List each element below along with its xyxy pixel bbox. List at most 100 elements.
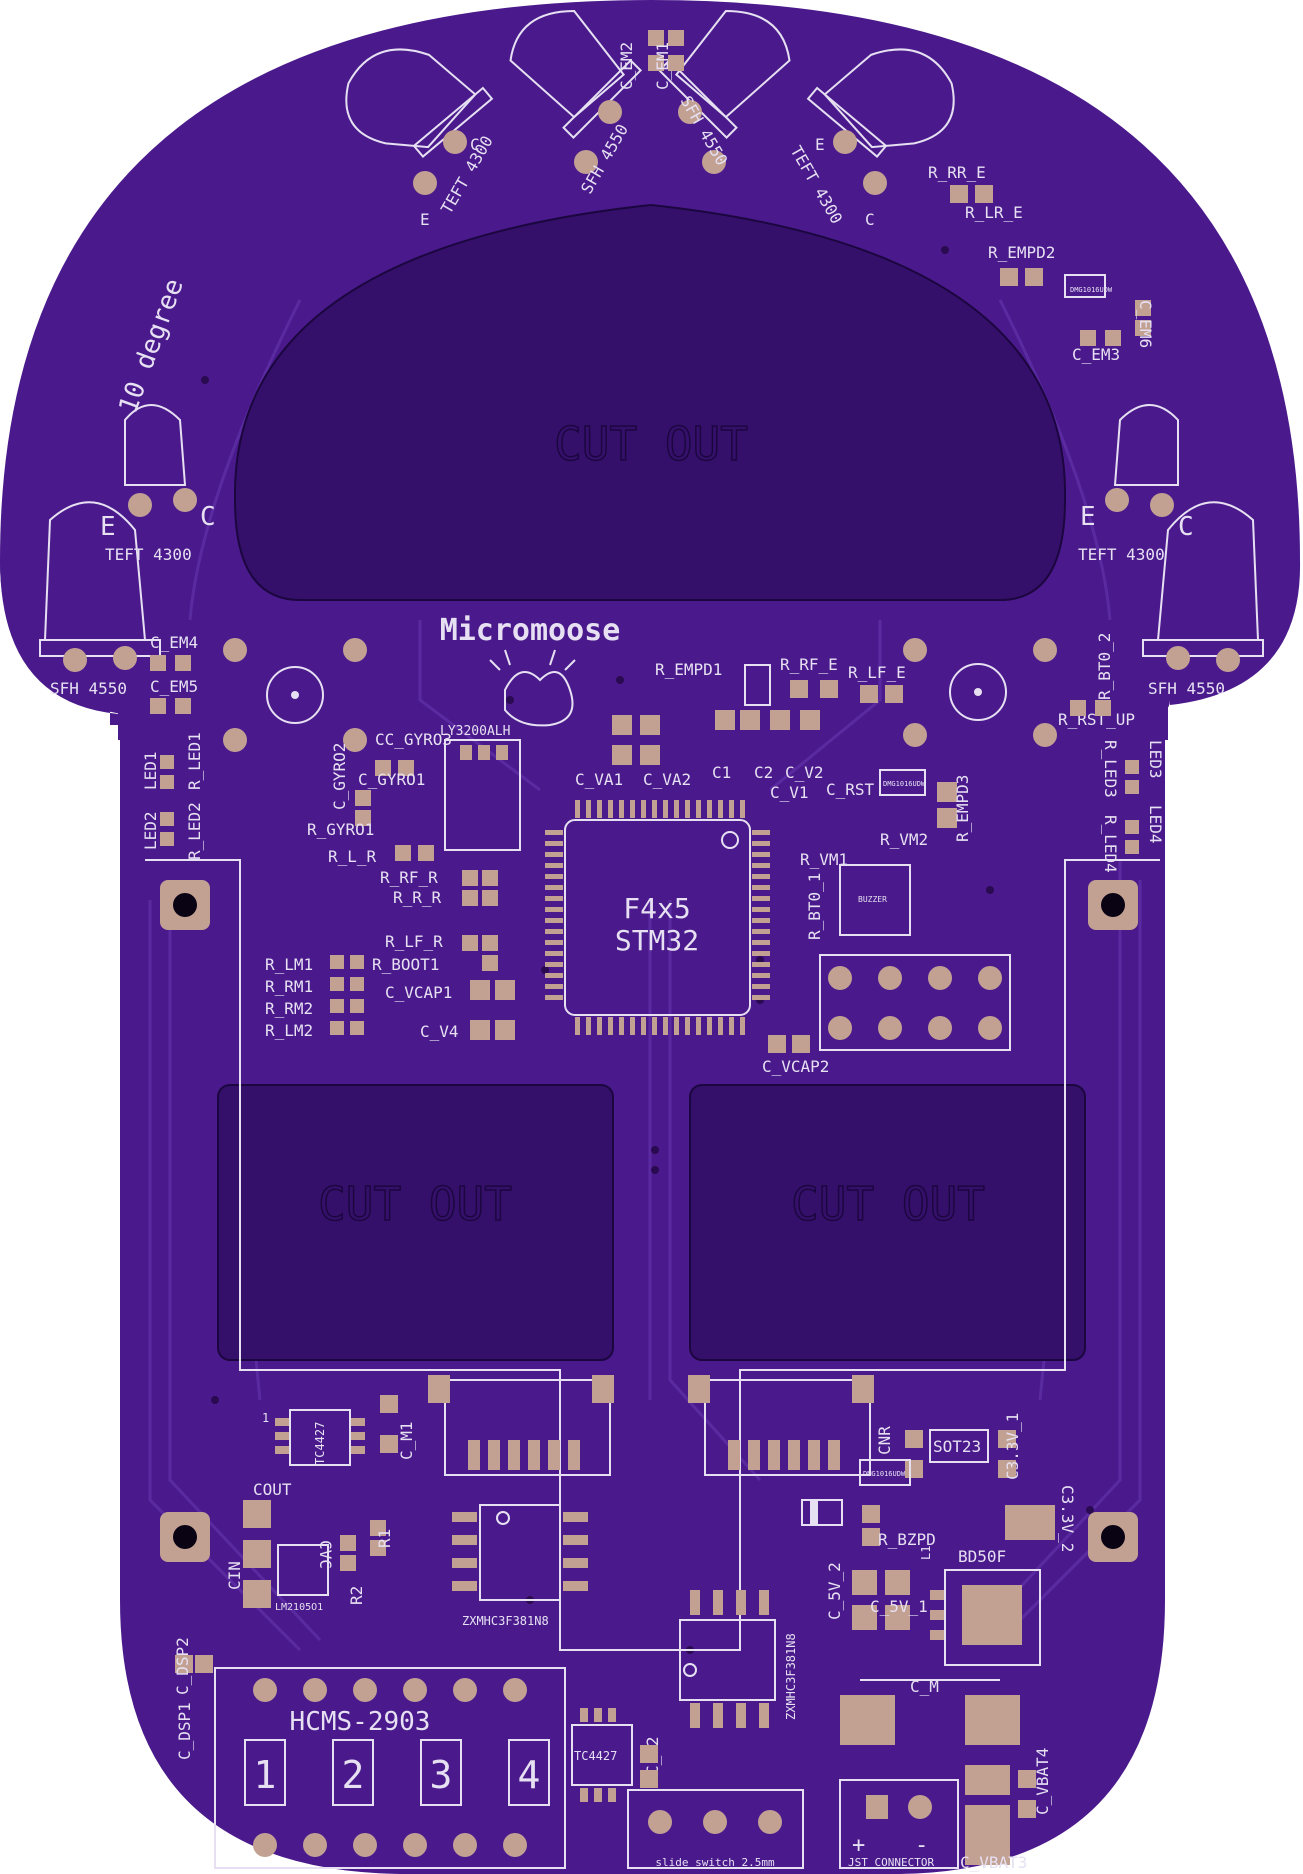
- mcu-pin: [752, 973, 770, 978]
- display-name: HCMS-2903: [290, 1707, 431, 1737]
- label-c-m1: C_M1: [397, 1421, 416, 1460]
- label-cc-gyro3: CC_GYRO3: [375, 730, 452, 749]
- label-c-dsp1: C_DSP1: [175, 1702, 194, 1760]
- left-emitter-caps: C_EM4 C_EM5: [150, 633, 198, 714]
- label-tc4427-1: TC4427: [313, 1422, 327, 1465]
- label-c-em2: C_EM2: [617, 42, 636, 90]
- mcu-pin: [545, 841, 563, 846]
- mosfet-zxm-1: ZXMHC3F381N8: [452, 1504, 588, 1628]
- label-c3v3-1: C3.3V_1: [1003, 1413, 1022, 1480]
- label-led1: LED1: [141, 751, 160, 790]
- jst-label: JST_CONNECTOR: [848, 1856, 934, 1869]
- label-r-l-r: R_L_R: [328, 847, 377, 866]
- display-digit: 3: [430, 1753, 453, 1797]
- label-r-bt0-1: R_BT0_1: [805, 873, 824, 940]
- label-r-lm1: R_LM1: [265, 955, 313, 974]
- mcu-pin: [608, 1017, 613, 1035]
- motor-cap-cm: C_M: [840, 1677, 1020, 1745]
- moose-logo: [489, 649, 576, 727]
- mcu-pin: [707, 1017, 712, 1035]
- mcu-pin: [630, 1017, 635, 1035]
- label-c-vcap2: C_VCAP2: [762, 1057, 829, 1076]
- sensor-l-c: C: [200, 502, 216, 532]
- label-c-m: C_M: [910, 1677, 939, 1696]
- display-digit: 2: [342, 1753, 365, 1797]
- label-cin: CIN: [225, 1561, 244, 1590]
- label-c-em4: C_EM4: [150, 633, 198, 652]
- button-right[interactable]: [903, 638, 1057, 747]
- label-c-gyro1: C_GYRO1: [358, 770, 425, 789]
- pin-header[interactable]: C_VCAP2: [762, 954, 1011, 1076]
- mcu-pin: [740, 1017, 745, 1035]
- label-dmg-1: DMG1016UDW: [1070, 286, 1113, 294]
- sensor-l-name: TEFT 4300: [105, 545, 192, 564]
- mcu-pin: [545, 973, 563, 978]
- button-left[interactable]: [223, 638, 367, 752]
- mcu-pin: [729, 1017, 734, 1035]
- cutout-top-label: CUT OUT: [554, 417, 748, 471]
- label-c1: C1: [712, 763, 731, 782]
- mount-hole-icon: [1088, 1512, 1138, 1562]
- motor-driver-tc4427-1: TC4427 1 C_M1: [262, 1395, 416, 1466]
- mcu-pin: [752, 951, 770, 956]
- label-r-empd2: R_EMPD2: [988, 243, 1055, 262]
- mcu-pin: [641, 1017, 646, 1035]
- board-title: Micromoose: [440, 613, 621, 648]
- mcu-pin: [545, 852, 563, 857]
- sensor-r-name: TEFT 4300: [1078, 545, 1165, 564]
- mcu-pin: [545, 885, 563, 890]
- label-dmg-2: DMG1016UDW: [883, 780, 926, 788]
- label-c-vcap1: C_VCAP1: [385, 983, 452, 1002]
- display-digit-frame: [244, 1739, 286, 1806]
- switch-label: slide switch 2.5mm: [655, 1856, 775, 1869]
- label-r-led4: R_LED4: [1101, 815, 1120, 873]
- mcu-pin: [545, 874, 563, 879]
- sensor-lf-e: E: [420, 210, 430, 229]
- label-c-dsp2: C_DSP2: [173, 1637, 192, 1695]
- right-mid-labels: R_EMPD1 R_RF_E R_LF_E C1 C2 C_V2 C_V1 C_…: [612, 633, 1135, 940]
- label-buzzer: BUZZER: [858, 895, 887, 904]
- label-r-rf-e: R_RF_E: [780, 655, 838, 674]
- label-r-led2: R_LED2: [185, 802, 204, 860]
- label-r-lf-e: R_LF_E: [848, 663, 906, 682]
- label-c-5v-2: C_5V_2: [825, 1562, 844, 1620]
- label-c-em3: C_EM3: [1072, 345, 1120, 364]
- mcu-pin: [619, 800, 624, 818]
- label-r-empd1: R_EMPD1: [655, 660, 722, 679]
- label-c-em6: C_EM6: [1136, 300, 1155, 348]
- label-c-v2: C_V2: [785, 763, 824, 782]
- label-c-em1: C_EM1: [653, 42, 672, 90]
- display-digit: 4: [518, 1753, 541, 1797]
- mosfet-zxm-2: ZXMHC3F381N8: [679, 1590, 798, 1728]
- label-ly3200: LY3200ALH: [440, 724, 510, 739]
- mcu-pin: [545, 918, 563, 923]
- jst-connector[interactable]: + - JST_CONNECTOR: [839, 1779, 959, 1869]
- label-r-boot1: R_BOOT1: [372, 955, 439, 974]
- label-r1: R1: [375, 1529, 394, 1548]
- mcu-pin: [545, 962, 563, 967]
- label-r-vm2: R_VM2: [880, 830, 928, 849]
- mcu-pin: [752, 885, 770, 890]
- mcu-pin: [575, 1017, 580, 1035]
- label-r-bzpd: R_BZPD: [878, 1530, 936, 1549]
- display-digit-frame: [420, 1739, 462, 1806]
- slide-switch[interactable]: slide switch 2.5mm: [627, 1789, 804, 1869]
- label-r-r-r: R_R_R: [393, 888, 442, 907]
- label-r-led1: R_LED1: [185, 732, 204, 790]
- mcu-pin: [641, 800, 646, 818]
- label-r-rr-e: R_RR_E: [928, 163, 986, 182]
- mcu-pin: [752, 852, 770, 857]
- label-r-gyro1: R_GYRO1: [307, 820, 374, 839]
- mcu-pin: [752, 841, 770, 846]
- mcu-pin: [545, 929, 563, 934]
- battery-caps: C_VBAT4 C_VBAT3: [960, 1748, 1052, 1872]
- motor-driver-tc4427-2: TC4427 C_M2: [571, 1708, 662, 1802]
- label-c-v1: C_V1: [770, 783, 809, 802]
- label-r-rm2: R_RM2: [265, 999, 313, 1018]
- mcu-pin: [630, 800, 635, 818]
- mcu-pin: [674, 800, 679, 818]
- sensor-l-e: E: [100, 512, 116, 542]
- label-cnr: CNR: [875, 1426, 894, 1455]
- mcu-pin: [545, 830, 563, 835]
- mcu-pin: [740, 800, 745, 818]
